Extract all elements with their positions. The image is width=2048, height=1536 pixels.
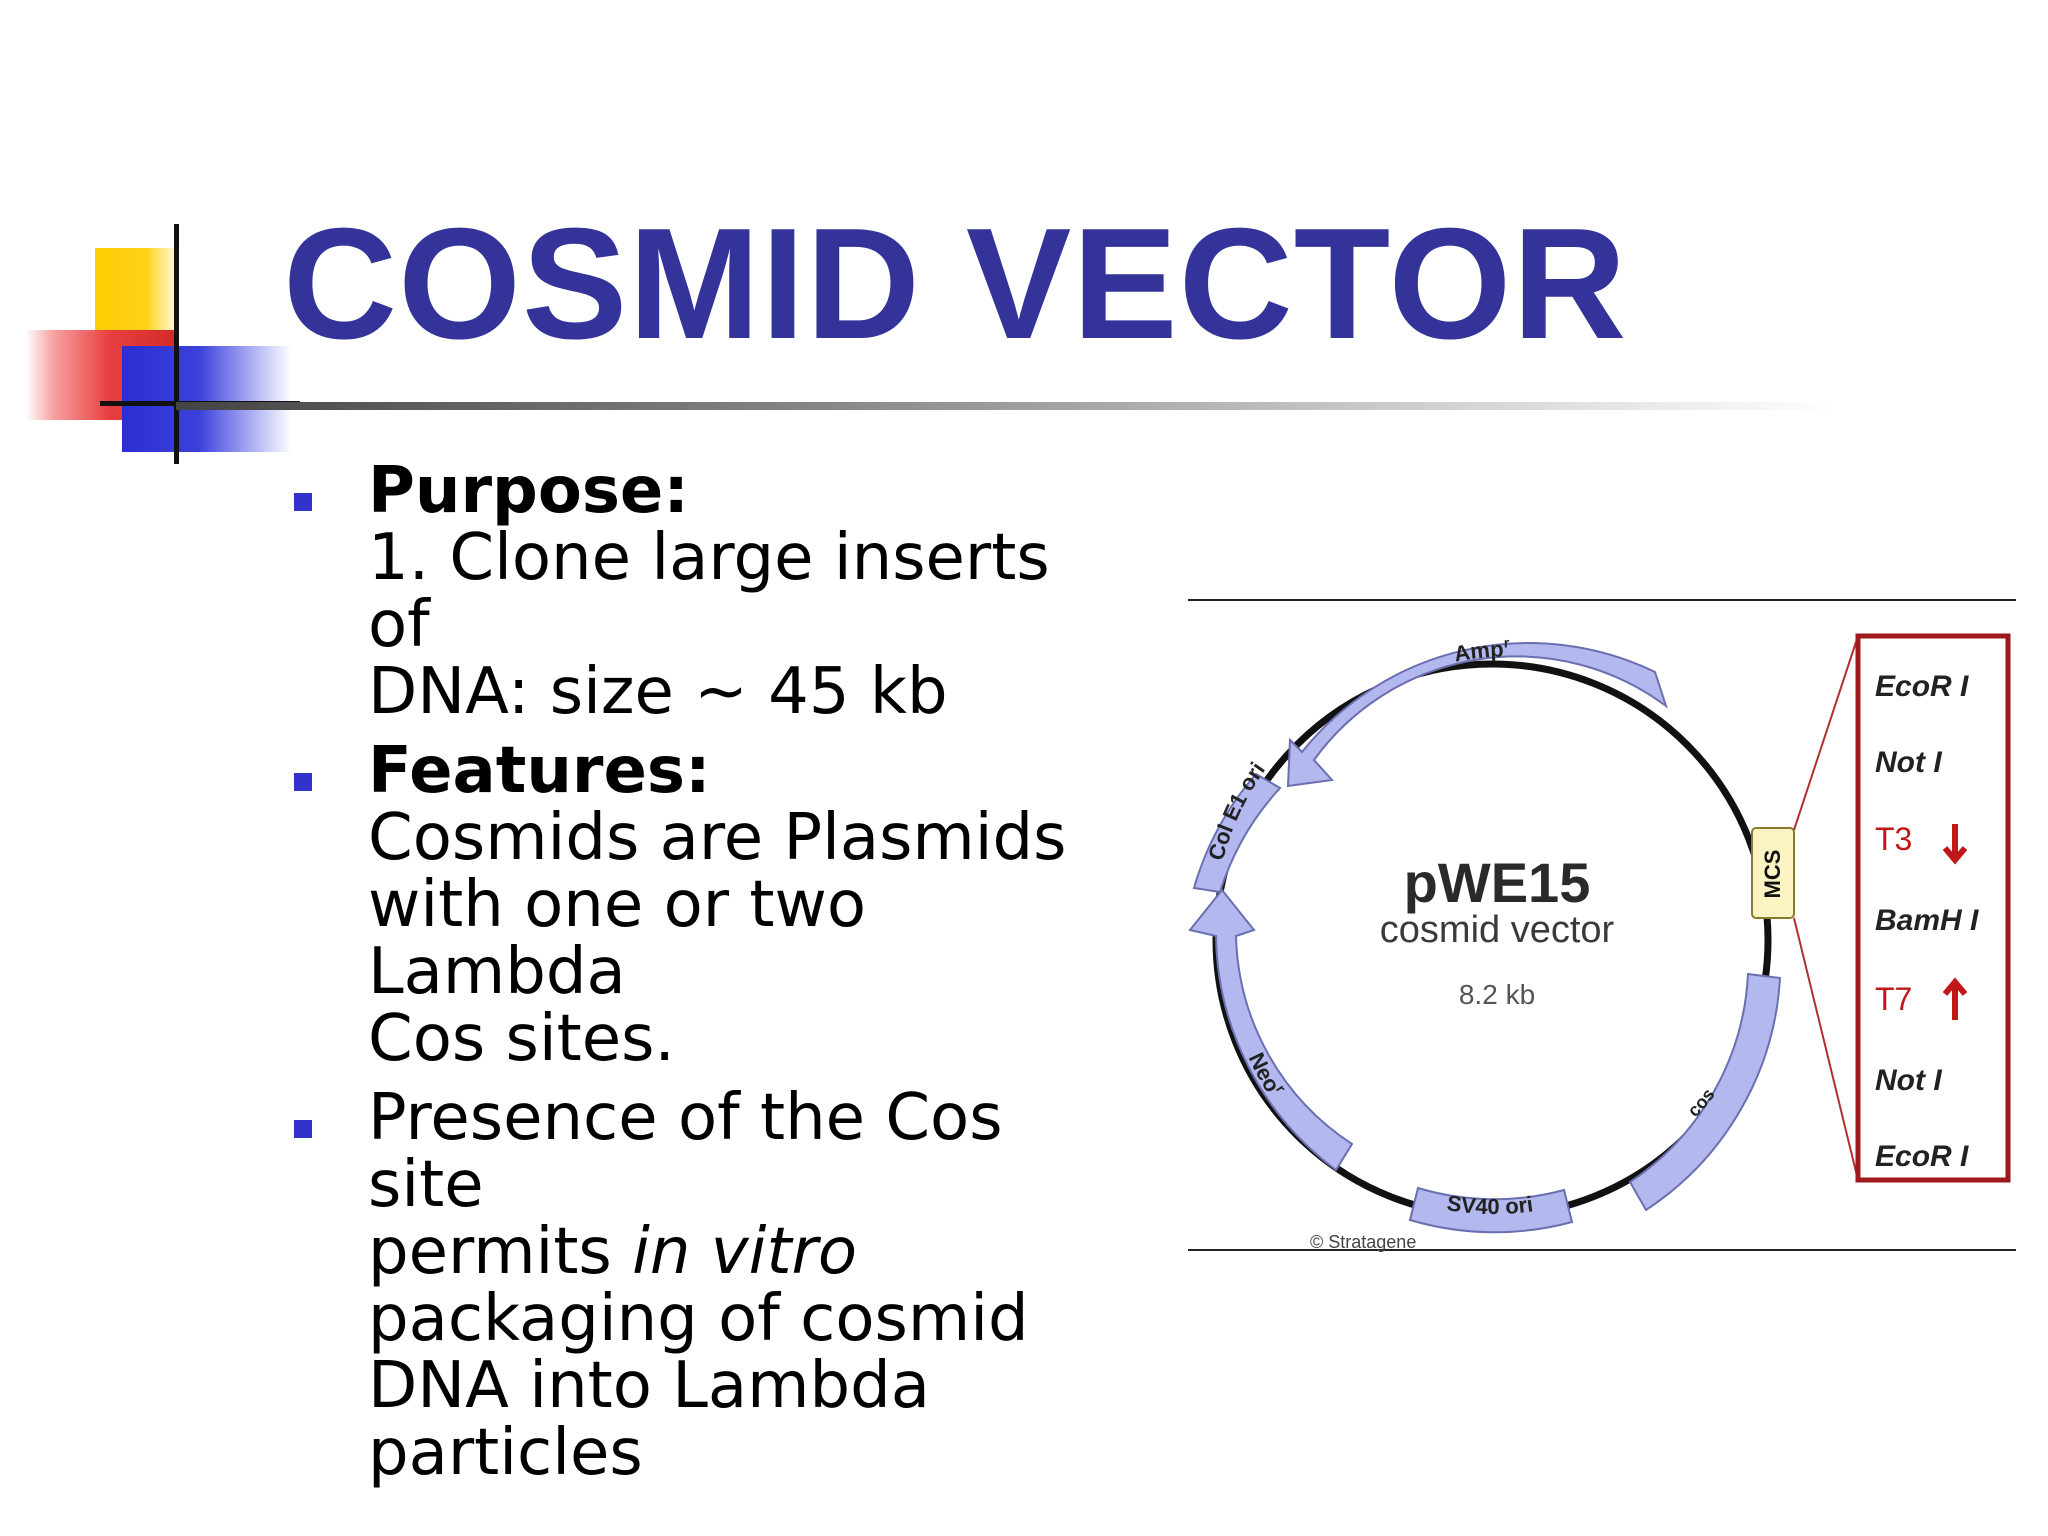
bullet-purpose: Purpose: 1. Clone large inserts of DNA: … <box>290 458 1130 726</box>
bullet-line: Cosmids are Plasmids <box>368 801 1067 875</box>
sv40-label: SV40 ori <box>1445 1190 1534 1219</box>
arrow-down-icon <box>1942 824 1968 865</box>
mcs-box <box>1751 827 1795 919</box>
title-rule <box>176 402 1836 410</box>
bullet-line-mixed: permits in vitro <box>368 1219 1130 1286</box>
site-t3: T3 <box>1875 821 1912 857</box>
bullet-heading: Purpose: <box>368 454 689 528</box>
mcs-label: MCS <box>1760 850 1785 899</box>
colE1-segment <box>1192 772 1282 894</box>
bullet-italic-text: in vitro <box>632 1215 857 1289</box>
bullet-features: Features: Cosmids are Plasmids with one … <box>290 738 1130 1073</box>
bullet-line: Presence of the Cos site <box>368 1081 1003 1222</box>
bullet-marker <box>294 1120 312 1138</box>
bullet-line: particles <box>368 1416 643 1490</box>
vector-name: pWE15 <box>1404 851 1591 914</box>
arrow-up-icon <box>1942 977 1968 1020</box>
bullet-marker <box>294 773 312 791</box>
plasmid-map: MCS Ampr Col E1 ori Neor SV40 ori cos pW… <box>1188 599 2016 1252</box>
bullet-cos-site: Presence of the Cos site permits in vitr… <box>290 1085 1130 1487</box>
bullet-line: DNA: size ~ 45 kb <box>368 655 948 729</box>
bullet-line: 1. Clone large inserts of <box>368 521 1050 662</box>
site-noti-bottom: Not I <box>1875 1064 1942 1097</box>
bullet-marker <box>294 493 312 511</box>
site-ecori-top: EcoR I <box>1875 670 1969 703</box>
bullet-list: Purpose: 1. Clone large inserts of DNA: … <box>290 458 1130 1499</box>
site-bamhi: BamH I <box>1875 904 1979 937</box>
mcs-detail-box <box>1855 633 2011 1183</box>
bullet-line: Cos sites. <box>368 1002 675 1076</box>
decor-vertical-line <box>174 224 179 464</box>
bullet-line: DNA into Lambda <box>368 1349 930 1423</box>
bullet-text: permits <box>368 1215 633 1289</box>
decor-blue-block <box>122 346 292 452</box>
sv40-segment <box>1408 1186 1574 1234</box>
bullet-heading: Features: <box>368 734 711 808</box>
neo-segment <box>1188 888 1354 1172</box>
vector-size: 8.2 kb <box>1459 979 1535 1010</box>
vector-subtitle: cosmid vector <box>1380 909 1615 951</box>
site-t7: T7 <box>1875 981 1912 1017</box>
mcs-connector-bottom <box>1793 917 1859 1181</box>
figure-credit: © Stratagene <box>1310 1232 1416 1252</box>
site-noti-top: Not I <box>1875 746 1942 779</box>
slide-title: COSMID VECTOR <box>283 196 1628 372</box>
site-ecori-bottom: EcoR I <box>1875 1140 1969 1173</box>
mcs-connector-top <box>1793 635 1859 831</box>
plasmid-map-figure: MCS Ampr Col E1 ori Neor SV40 ori cos pW… <box>1180 596 2016 1252</box>
cos-segment <box>1628 972 1782 1212</box>
amp-segment <box>1286 642 1668 788</box>
amp-label: Ampr <box>1452 634 1510 666</box>
bullet-line: with one or two Lambda <box>368 868 866 1009</box>
bullet-line: packaging of cosmid <box>368 1282 1029 1356</box>
